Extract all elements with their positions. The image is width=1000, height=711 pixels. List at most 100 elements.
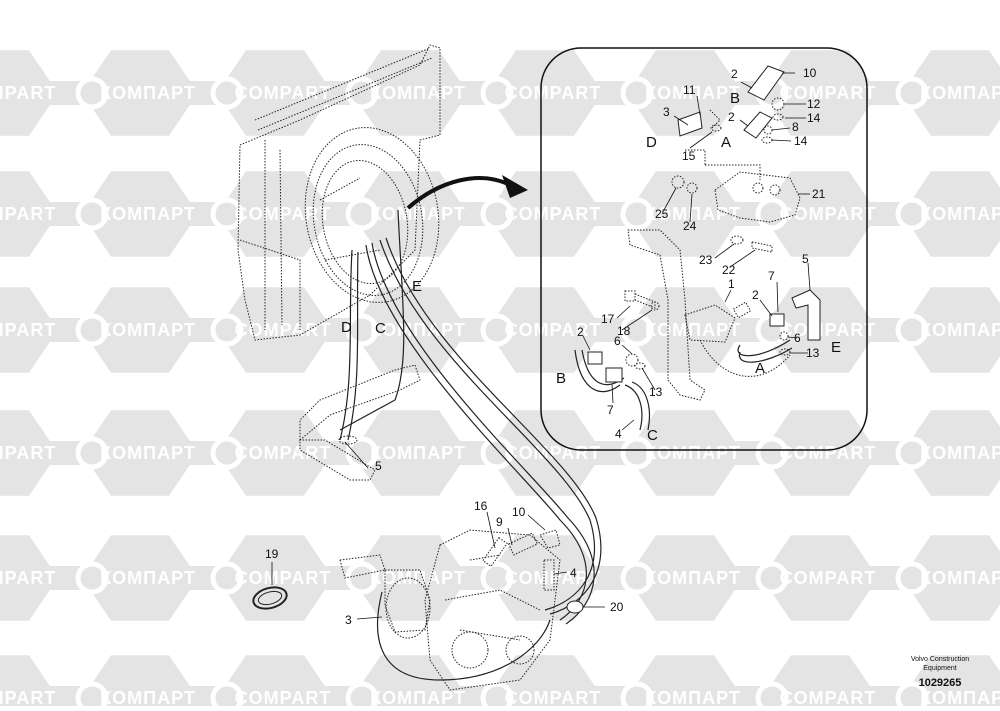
watermark-text: COMPART xyxy=(235,320,332,340)
callout-6-right: 6 xyxy=(794,331,801,345)
watermark-text: COMPART xyxy=(505,568,602,588)
watermark-text: КОМПАРТ xyxy=(100,320,196,340)
letter-A-top: A xyxy=(721,134,731,151)
watermark-text: COMPART xyxy=(780,83,877,103)
callout-7-left: 7 xyxy=(607,403,614,417)
callout-10-inset: 10 xyxy=(803,66,817,80)
callout-2-right: 2 xyxy=(752,288,759,302)
watermark-tile: КОМПАРТ xyxy=(615,655,755,711)
watermark-text: COMPART xyxy=(780,204,877,224)
watermark-text: КОМПАРТ xyxy=(100,204,196,224)
watermark-text: КОМПАРТ xyxy=(370,204,466,224)
watermark-text: COMPART xyxy=(780,443,877,463)
watermark-tile: КОМПАРТ xyxy=(890,50,1000,136)
watermark-text: COMPART xyxy=(505,204,602,224)
callout-4-inset: 4 xyxy=(615,427,622,441)
callout-11: 11 xyxy=(683,83,696,97)
watermark-text: COMPART xyxy=(780,320,877,340)
callout-3-main: 3 xyxy=(345,613,352,627)
callout-19: 19 xyxy=(265,547,279,561)
watermark-tile: COMPART xyxy=(750,655,890,711)
watermark-tile: COMPART xyxy=(750,410,890,496)
company-name-line1: Volvo Construction xyxy=(911,656,969,663)
watermark-text: КОМПАРТ xyxy=(645,320,741,340)
callout-5-main: 5 xyxy=(375,459,382,473)
radiator-cooler-assembly xyxy=(237,44,441,341)
watermark-tile: КОМПАРТ xyxy=(70,655,210,711)
callout-13-left: 13 xyxy=(649,385,663,399)
watermark-tile: COMPART xyxy=(750,171,890,257)
company-name-line2: Equipment xyxy=(923,665,957,672)
callout-8: 8 xyxy=(792,120,799,134)
watermark-tile: COMPART xyxy=(475,410,615,496)
watermark-tile: COMPART xyxy=(475,50,615,136)
watermark-text: КОМПАРТ xyxy=(920,204,1000,224)
watermark-text: COMPART xyxy=(505,688,602,706)
watermark-tile: COMPART xyxy=(0,287,70,373)
watermark-text: COMPART xyxy=(0,83,56,103)
watermark-text: COMPART xyxy=(235,443,332,463)
letter-C-main: C xyxy=(375,320,386,337)
watermark-tile: КОМПАРТ xyxy=(340,410,480,496)
watermark-tile: КОМПАРТ xyxy=(70,50,210,136)
callout-7-right: 7 xyxy=(768,269,775,283)
watermark-tile: КОМПАРТ xyxy=(890,410,1000,496)
watermark-tile: КОМПАРТ xyxy=(70,535,210,621)
watermark-tile: COMPART xyxy=(750,50,890,136)
callout-16: 16 xyxy=(474,499,488,513)
watermark-tile: COMPART xyxy=(0,50,70,136)
watermark-tile: COMPART xyxy=(0,171,70,257)
callout-17: 17 xyxy=(601,312,615,326)
watermark-tile: КОМПАРТ xyxy=(70,171,210,257)
callout-4-main: 4 xyxy=(570,566,577,580)
main-hose-lines xyxy=(298,209,602,681)
callout-numbers: 5 16 9 10 4 19 3 20 11 3 15 2 10 12 2 14… xyxy=(265,66,826,627)
watermark-tile: КОМПАРТ xyxy=(70,287,210,373)
callout-5-inset: 5 xyxy=(802,252,809,266)
watermark-tile: КОМПАРТ xyxy=(890,171,1000,257)
watermark-text: COMPART xyxy=(780,568,877,588)
pump-assembly xyxy=(252,529,584,691)
watermark-tile: COMPART xyxy=(750,535,890,621)
watermark-tile: КОМПАРТ xyxy=(70,410,210,496)
callout-12: 12 xyxy=(807,97,821,111)
watermark-tile: COMPART xyxy=(205,50,345,136)
watermark-tile: COMPART xyxy=(205,535,345,621)
watermark-tile: КОМПАРТ xyxy=(615,50,755,136)
watermark-text: COMPART xyxy=(235,83,332,103)
watermark-text: COMPART xyxy=(0,320,56,340)
watermark-text: КОМПАРТ xyxy=(370,443,466,463)
letter-B-top: B xyxy=(730,90,740,107)
watermark-tile: COMPART xyxy=(205,287,345,373)
detail-arrow-head xyxy=(502,175,528,198)
watermark-text: КОМПАРТ xyxy=(920,688,1000,706)
detail-inset-box xyxy=(540,47,868,451)
watermark-text: КОМПАРТ xyxy=(645,204,741,224)
watermark-text: КОМПАРТ xyxy=(645,443,741,463)
watermark-text: КОМПАРТ xyxy=(100,568,196,588)
letter-D-inset: D xyxy=(646,134,657,151)
letter-B-left: B xyxy=(556,370,566,387)
watermark-text: COMPART xyxy=(235,568,332,588)
watermark-text: COMPART xyxy=(505,83,602,103)
callout-2-top2: 2 xyxy=(728,110,735,124)
watermark-text: КОМПАРТ xyxy=(645,568,741,588)
watermark-text: КОМПАРТ xyxy=(100,688,196,706)
watermark-tile: COMPART xyxy=(0,655,70,711)
watermark-text: COMPART xyxy=(0,568,56,588)
watermark-tile: COMPART xyxy=(0,535,70,621)
watermark-tile: COMPART xyxy=(205,171,345,257)
watermark-tile: КОМПАРТ xyxy=(890,287,1000,373)
watermark-text: COMPART xyxy=(505,443,602,463)
callout-24: 24 xyxy=(683,219,697,233)
watermark-text: COMPART xyxy=(235,688,332,706)
watermark-tile: COMPART xyxy=(0,410,70,496)
callout-6-left: 6 xyxy=(614,334,621,348)
watermark-text: COMPART xyxy=(780,688,877,706)
watermark-tile: КОМПАРТ xyxy=(615,287,755,373)
watermark-tile: КОМПАРТ xyxy=(340,535,480,621)
watermark-text: КОМПАРТ xyxy=(100,83,196,103)
callout-22: 22 xyxy=(722,263,736,277)
letter-A-right: A xyxy=(755,360,765,377)
